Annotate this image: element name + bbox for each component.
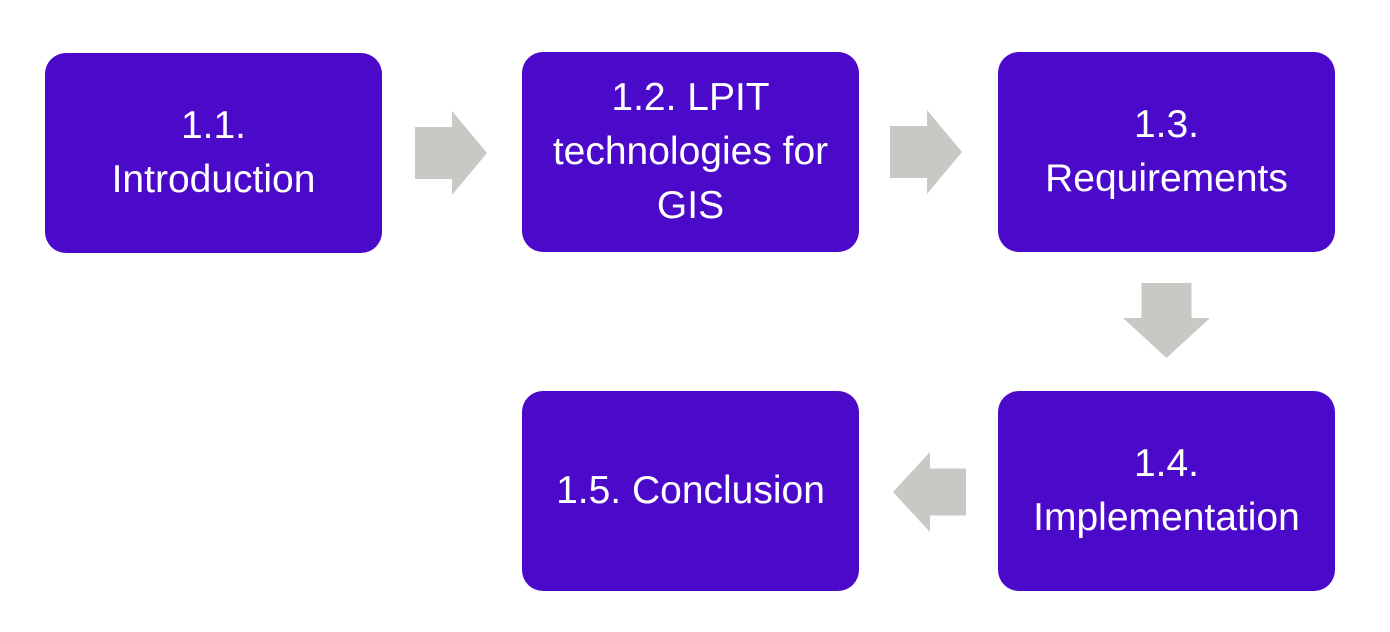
node-1-3-requirements: 1.3. Requirements — [998, 52, 1335, 252]
node-label: 1.4. Implementation — [1033, 442, 1300, 539]
node-1-1-introduction: 1.1. Introduction — [45, 53, 382, 253]
node-label: 1.5. Conclusion — [556, 469, 825, 513]
arrow-down-icon — [1123, 283, 1210, 358]
node-1-5-conclusion: 1.5. Conclusion — [522, 391, 859, 591]
node-1-2-lpit-technologies: 1.2. LPIT technologies for GIS — [522, 52, 859, 252]
node-1-4-implementation: 1.4. Implementation — [998, 391, 1335, 591]
node-label: 1.3. Requirements — [1045, 103, 1288, 200]
arrow-right-icon — [890, 110, 962, 194]
arrow-left-icon — [893, 452, 966, 532]
node-label: 1.1. Introduction — [111, 104, 316, 201]
arrow-right-icon — [415, 111, 487, 195]
node-label: 1.2. LPIT technologies for GIS — [552, 76, 829, 227]
